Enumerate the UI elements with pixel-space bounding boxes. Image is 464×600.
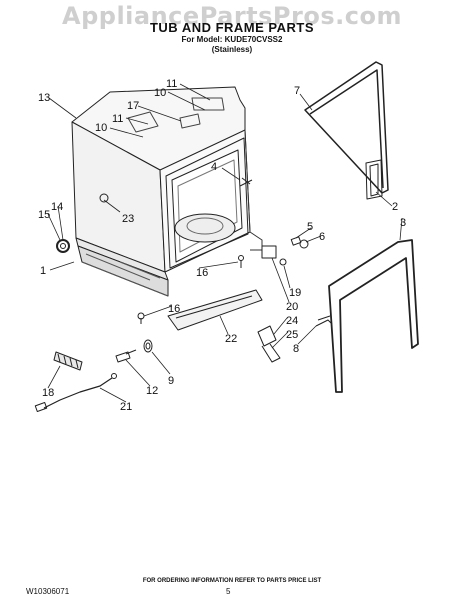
callout-17: 17 <box>127 100 139 112</box>
callout-19: 19 <box>289 287 301 299</box>
callout-9: 9 <box>168 375 174 387</box>
callout-16-upper: 16 <box>196 267 208 279</box>
vent-baffle <box>365 159 383 200</box>
callout-11-upper: 11 <box>166 78 177 90</box>
callout-14: 14 <box>51 201 63 213</box>
callout-25: 25 <box>286 329 298 341</box>
callout-4: 4 <box>211 161 217 173</box>
watermark: AppliancePartsPros.com <box>62 2 402 30</box>
toe-panel <box>167 289 263 331</box>
page-title: TUB AND FRAME PARTS <box>149 20 315 35</box>
callout-13: 13 <box>38 92 50 104</box>
callout-1: 1 <box>40 265 46 277</box>
callout-3: 3 <box>400 217 406 229</box>
wire-harness <box>43 377 113 409</box>
bottom-seal <box>328 239 419 393</box>
model-line: For Model: KUDE70CVSS2 <box>181 35 283 44</box>
door-gasket <box>304 61 389 194</box>
callout-2: 2 <box>392 201 398 213</box>
callout-10-lower: 10 <box>95 122 107 134</box>
callout-8: 8 <box>293 343 299 355</box>
callout-20: 20 <box>286 301 298 313</box>
page-number: 5 <box>226 587 231 596</box>
callout-18: 18 <box>42 387 54 399</box>
callout-21: 21 <box>120 401 132 413</box>
callout-23: 23 <box>122 213 134 225</box>
callout-12: 12 <box>146 385 158 397</box>
callout-15: 15 <box>38 209 50 221</box>
tub-assembly <box>71 86 263 297</box>
ordering-note: FOR ORDERING INFORMATION REFER TO PARTS … <box>142 578 322 584</box>
callout-5: 5 <box>307 221 313 233</box>
callout-7: 7 <box>294 85 300 97</box>
callout-16-lower: 16 <box>168 303 180 315</box>
document-number: W10306071 <box>26 587 70 596</box>
callout-22: 22 <box>225 333 237 345</box>
callout-11-lower: 11 <box>112 113 123 125</box>
callout-6: 6 <box>319 231 325 243</box>
callout-24: 24 <box>286 315 298 327</box>
callout-10-upper: 10 <box>154 87 166 99</box>
variant-label: (Stainless) <box>211 45 253 54</box>
